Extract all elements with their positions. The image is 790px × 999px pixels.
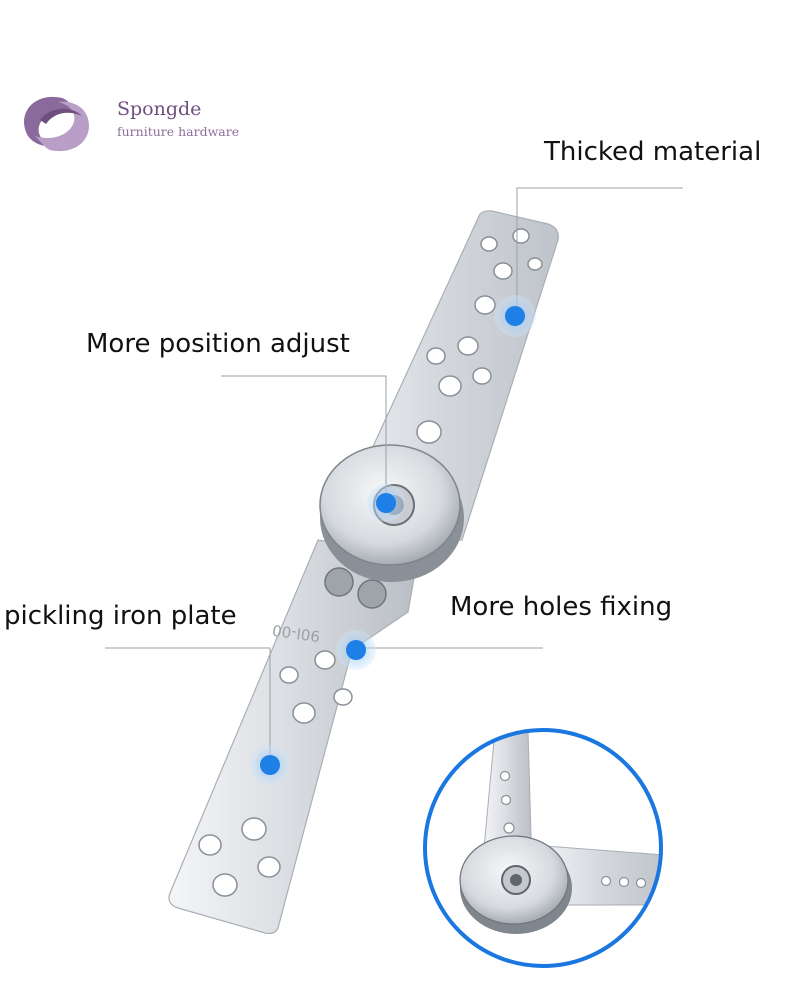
leader-lines [105,187,683,762]
callout-thicked-material: Thicked material [544,137,762,167]
inset-detail [423,728,663,968]
brand-name: Spongde [117,98,202,120]
callout-marker-thicked [494,295,536,337]
lower-arm: 90I-00 [168,539,419,935]
brand-logo-swirl [24,96,89,152]
callout-position-adjust: More position adjust [86,329,350,359]
callout-marker-iron [250,745,290,785]
brand-logo: Spongde furniture hardware [20,88,240,158]
callout-iron-plate: pickling iron plate [4,601,237,631]
callout-marker-position [367,484,405,522]
callout-marker-holes [336,630,376,670]
brand-subtitle: furniture hardware [117,124,240,139]
callout-holes-fixing: More holes fixing [450,592,673,622]
